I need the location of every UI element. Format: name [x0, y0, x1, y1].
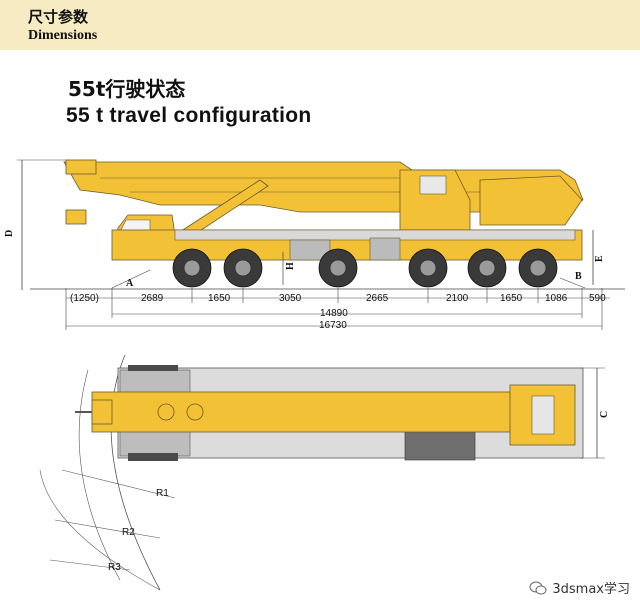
angle-label-B: B: [575, 271, 582, 282]
dim-seg-4: 3050: [279, 293, 302, 304]
dim-seg-3: 1650: [208, 293, 231, 304]
section-title-cn: 55t行驶状态: [68, 77, 186, 101]
watermark-text: 3dsmax学习: [552, 582, 630, 597]
dim-seg-8: 1086: [545, 293, 568, 304]
header-title-en: Dimensions: [28, 28, 98, 43]
dim-label-C: C: [599, 411, 610, 418]
section-title-en: 55 t travel configuration: [66, 104, 312, 127]
header-bar: 尺寸参数 Dimensions: [0, 0, 640, 50]
header-title-cn: 尺寸参数: [28, 8, 89, 26]
dim-seg-9: 590: [589, 293, 606, 304]
radius-label-R2: R2: [122, 527, 135, 538]
angle-label-A: A: [126, 278, 134, 289]
dim-seg-2: 2689: [141, 293, 164, 304]
dim-label-E: E: [594, 255, 605, 262]
watermark: 3dsmax学习: [529, 578, 630, 597]
dim-seg-6: 2100: [446, 293, 469, 304]
crane-top-view: R1 R2 R3 C: [39, 354, 610, 591]
wechat-icon: [529, 581, 547, 594]
dim-seg-5: 2665: [366, 293, 389, 304]
radius-label-R1: R1: [156, 488, 169, 499]
dim-label-D: D: [4, 230, 15, 237]
dim-label-H: H: [285, 262, 296, 270]
crane-side-view: D E: [4, 159, 625, 331]
dim-seg-7: 1650: [500, 293, 523, 304]
dim-total-14890: 14890: [320, 308, 348, 319]
dim-seg-1: (1250): [70, 293, 99, 304]
radius-label-R3: R3: [108, 562, 121, 573]
dim-total-16730: 16730: [319, 320, 347, 331]
